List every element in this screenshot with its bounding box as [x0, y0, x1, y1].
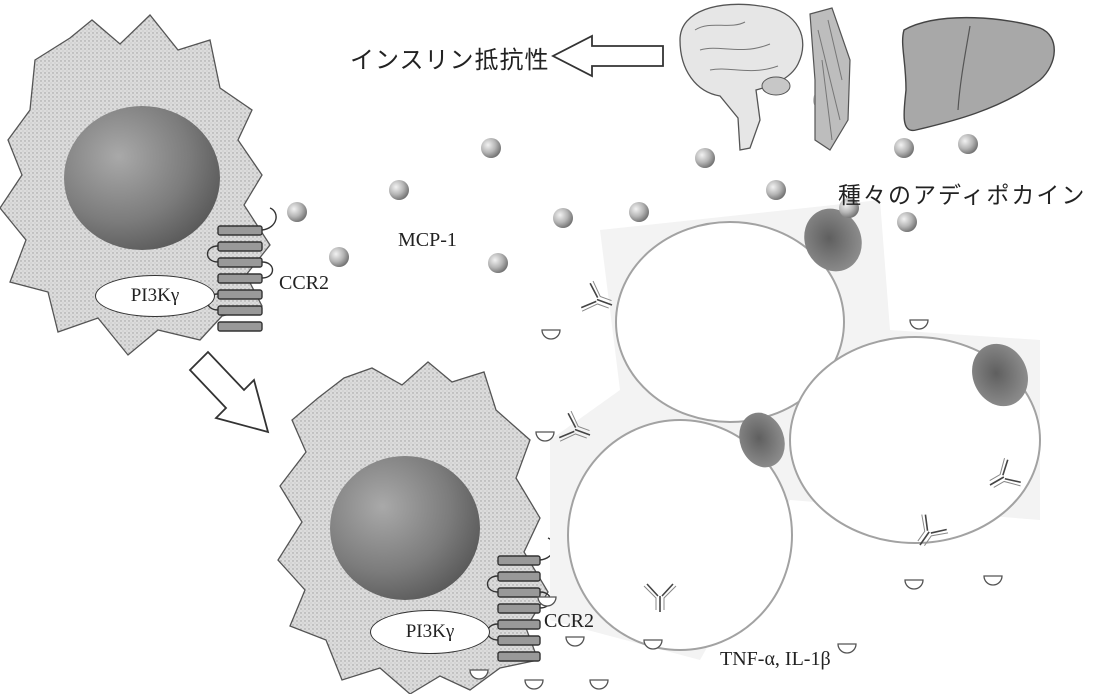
arrow-left-insulin [553, 36, 663, 76]
mcp1-label: MCP-1 [398, 229, 457, 252]
arrow-down-migration [190, 352, 268, 432]
cytokines-label: TNF-α, IL-1β [720, 648, 831, 671]
ccr2-label-upper: CCR2 [279, 272, 329, 295]
pi3k-label-upper: PI3Kγ [95, 275, 215, 317]
macrophage-upper-nucleus [64, 106, 220, 250]
brain-icon [680, 4, 803, 150]
muscle-icon [810, 8, 850, 150]
ccr2-label-lower: CCR2 [544, 610, 594, 633]
macrophage-lower-nucleus [330, 456, 480, 600]
adipokines-label: 種々のアディポカイン [838, 176, 1086, 210]
liver-icon [903, 18, 1055, 131]
pi3k-label-lower: PI3Kγ [370, 610, 490, 654]
adipose-tissue [550, 199, 1040, 660]
insulin-resistance-label: インスリン抵抗性 [350, 40, 550, 75]
